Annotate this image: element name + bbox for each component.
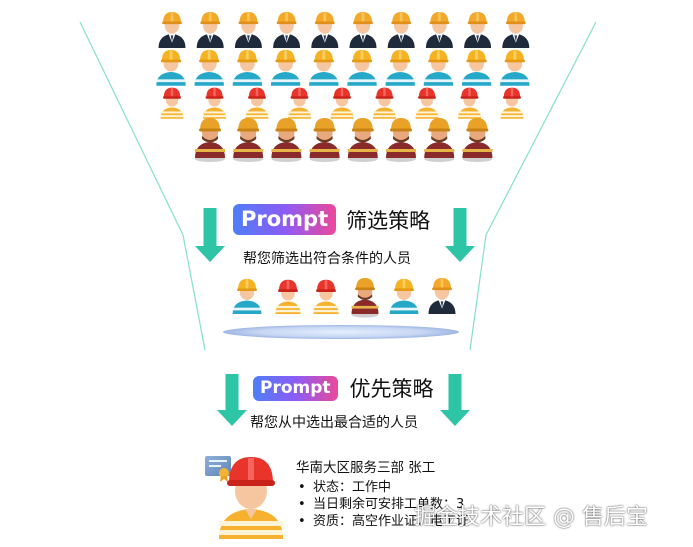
pool-row — [195, 118, 493, 162]
maroon-worker-icon — [347, 118, 378, 162]
teal-worker-icon — [423, 49, 454, 86]
teal-worker-icon — [461, 49, 492, 86]
pool-row — [156, 49, 530, 86]
maroon-worker-icon — [309, 118, 340, 162]
worker-qualifications: 资质：高空作业证、电工证 — [296, 513, 469, 530]
funnel-left-lower — [182, 234, 206, 351]
suited-worker-icon — [349, 12, 377, 48]
down-arrow-left-1 — [195, 208, 225, 262]
red-vest-worker-icon — [203, 87, 226, 119]
selected-worker-icon — [219, 457, 283, 539]
suited-worker-icon — [464, 12, 492, 48]
red-vest-worker-icon — [160, 87, 184, 119]
step2-subtitle: 帮您从中选出最合适的人员 — [250, 415, 418, 431]
teal-worker-icon — [389, 278, 419, 314]
maroon-worker-icon — [233, 118, 264, 162]
selected-worker-profile: 华南大区服务三部 张工 状态：工作中 当日剩余可安排工单数：3 资质：高空作业证… — [296, 460, 469, 530]
funnel-left-upper — [79, 21, 184, 236]
step2-prompt-badge: Prompt — [253, 375, 338, 401]
maroon-worker-icon — [271, 118, 302, 162]
step1-subtitle: 帮您筛选出符合条件的人员 — [243, 251, 411, 267]
worker-name: 华南大区服务三部 张工 — [296, 460, 436, 476]
teal-worker-icon — [232, 49, 263, 86]
pool-row — [158, 12, 530, 48]
teal-worker-icon — [309, 49, 339, 86]
red-vest-worker-icon — [288, 87, 311, 119]
maroon-worker-icon — [462, 118, 493, 162]
teal-worker-icon — [347, 49, 377, 86]
teal-worker-icon — [500, 49, 530, 86]
teal-worker-icon — [385, 49, 415, 86]
red-vest-worker-icon — [458, 87, 481, 119]
suited-worker-icon — [428, 278, 456, 314]
funnel-right-lower — [469, 234, 487, 351]
maroon-worker-icon — [424, 118, 455, 162]
suited-worker-icon — [311, 12, 339, 48]
suited-worker-icon — [273, 12, 301, 48]
watermark: 掘金技术社区 @ 售后宝 — [414, 505, 648, 530]
step2-strategy-label: 优先策略 — [349, 377, 434, 401]
down-arrow-left-2 — [217, 374, 247, 426]
maroon-worker-icon — [351, 278, 379, 318]
down-arrow-right-2 — [440, 374, 470, 426]
red-vest-worker-icon — [373, 87, 396, 119]
pool-row — [160, 87, 524, 119]
step1-title: Prompt 筛选策略 — [233, 204, 430, 235]
maroon-worker-icon — [195, 118, 225, 162]
suited-worker-icon — [502, 12, 530, 48]
teal-worker-icon — [270, 49, 301, 86]
red-vest-worker-icon — [275, 279, 301, 314]
teal-worker-icon — [232, 278, 262, 314]
funnel-right-upper — [485, 21, 597, 236]
red-vest-worker-icon — [245, 87, 269, 119]
teal-worker-icon — [194, 49, 224, 86]
suited-worker-icon — [158, 12, 186, 48]
worker-remaining-orders: 当日剩余可安排工单数：3 — [296, 496, 469, 513]
red-vest-worker-icon — [500, 87, 524, 119]
flow-arrows — [195, 208, 475, 426]
filtered-candidates — [232, 278, 456, 318]
suited-worker-icon — [234, 12, 262, 48]
worker-status: 状态：工作中 — [296, 479, 469, 496]
maroon-worker-icon — [386, 118, 416, 162]
worker-details: 状态：工作中 当日剩余可安排工单数：3 资质：高空作业证、电工证 — [296, 479, 469, 530]
candidate-pool — [156, 12, 530, 162]
down-arrow-right-1 — [445, 208, 475, 262]
suited-worker-icon — [425, 12, 453, 48]
red-vest-worker-icon — [330, 87, 354, 119]
red-vest-worker-icon — [313, 279, 339, 314]
platform-disc — [223, 325, 459, 339]
step2-title: Prompt 优先策略 — [253, 373, 434, 403]
step1-prompt-badge: Prompt — [233, 204, 337, 235]
red-vest-worker-icon — [415, 87, 439, 119]
step1-strategy-label: 筛选策略 — [346, 208, 431, 233]
teal-worker-icon — [156, 49, 186, 86]
certificate-icon — [205, 456, 231, 482]
funnel-outline — [79, 21, 597, 351]
suited-worker-icon — [196, 12, 224, 48]
suited-worker-icon — [387, 12, 415, 48]
